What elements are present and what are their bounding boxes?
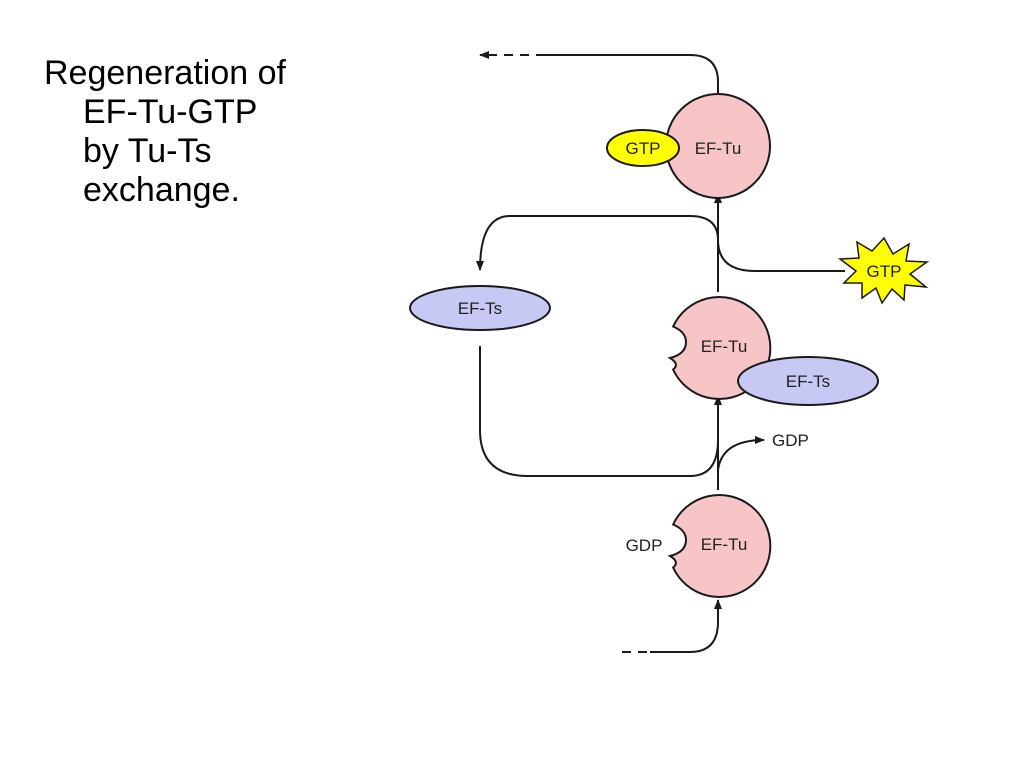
eftu-gtp-eftu-label: EF-Tu xyxy=(695,139,742,158)
complex-efts-shape xyxy=(737,356,879,406)
slide-title: Regeneration of EF-Tu-GTP by Tu-Ts excha… xyxy=(44,54,374,210)
efts-shape xyxy=(409,285,551,331)
entry-arrow xyxy=(650,599,722,653)
gdp-release-arrow xyxy=(717,436,765,471)
complex-efts-label: EF-Ts xyxy=(786,372,830,391)
eftu-gdp-eftu-label: EF-Tu xyxy=(701,535,748,554)
released-gdp-label: GDP xyxy=(772,431,809,450)
free-efts-label: EF-Ts xyxy=(458,299,502,318)
exit-arrow-dashed xyxy=(545,54,719,108)
free-gtp-label: GTP xyxy=(867,262,902,281)
gtp-starburst-shape xyxy=(837,236,930,305)
eftu-gdp-notched-shape xyxy=(667,494,772,598)
free-gtp-starburst: GTP xyxy=(837,236,930,305)
title-line-4: exchange. xyxy=(83,171,240,209)
free-efts: EF-Ts xyxy=(409,285,551,331)
title-line-3: by Tu-Ts xyxy=(83,132,212,170)
title-line-1: Regeneration of xyxy=(44,54,286,92)
eftu-efts-complex: EF-Tu EF-Ts xyxy=(667,296,879,406)
complex-eftu-label: EF-Tu xyxy=(701,337,748,356)
eftu-gdp-complex: GDP EF-Tu xyxy=(626,494,772,598)
eftu-gdp-gdp-label: GDP xyxy=(626,536,663,555)
gtp-entry-line xyxy=(717,239,845,272)
eftu-gtp-complex: GTP EF-Tu xyxy=(606,93,771,199)
efts-recycle-arrow xyxy=(479,346,722,477)
gtp-bound-label: GTP xyxy=(626,139,661,158)
title-line-2: EF-Tu-GTP xyxy=(83,93,258,131)
efts-release-arrow xyxy=(476,215,719,271)
gtp-bound-shape xyxy=(606,129,680,167)
